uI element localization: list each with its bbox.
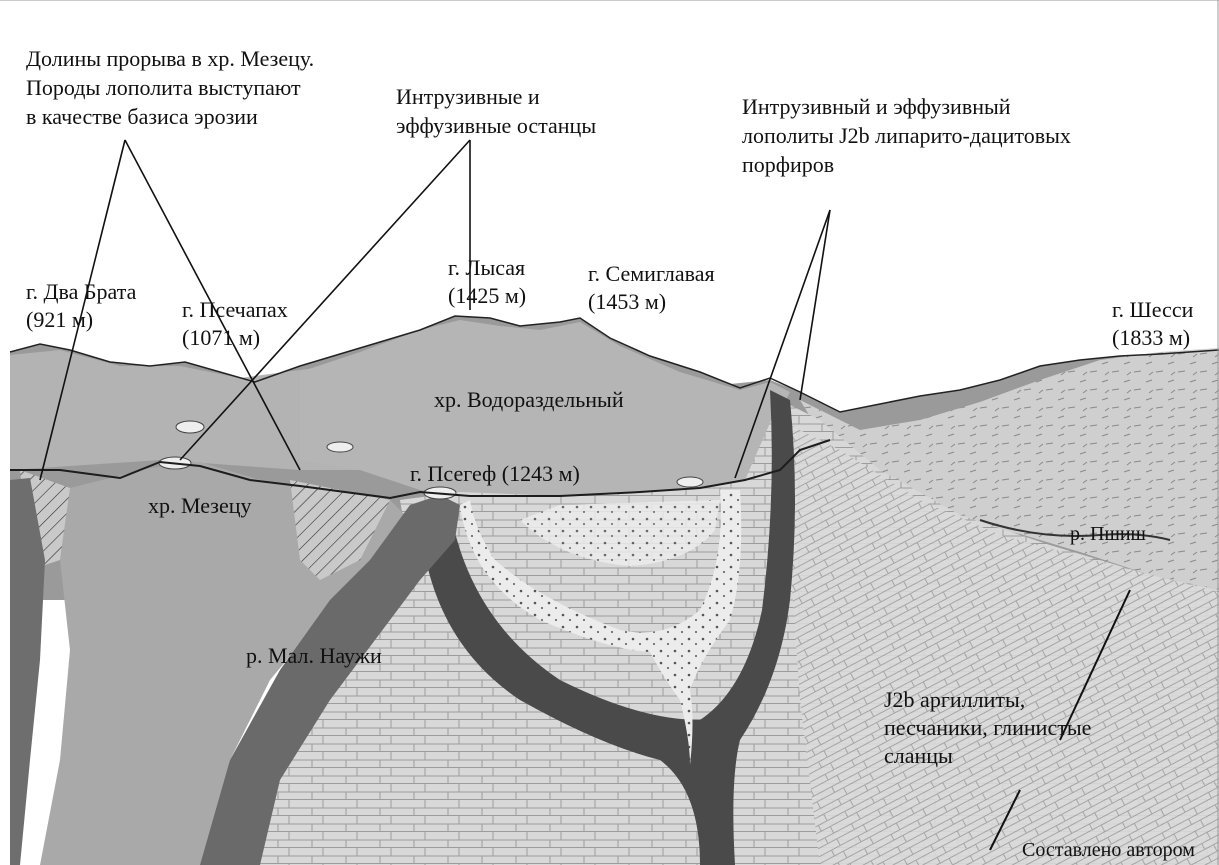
peak-label-shessi: г. Шесси (1833 м) [1112, 296, 1193, 352]
callout-remnants: Интрузивные и эффузивные останцы [396, 82, 596, 140]
peak-label-lysaya: г. Лысая (1425 м) [448, 254, 526, 310]
river-label-mal-nauzhi: р. Мал. Наужи [246, 642, 382, 670]
strata-label-line-2: песчаники, глинистые [884, 714, 1091, 742]
callout-valleys-line-3: в качестве базиса эрозии [26, 102, 314, 131]
callout-remnants-line-1: Интрузивные и [396, 82, 596, 111]
peak-shessi-name: г. Шесси [1112, 296, 1193, 324]
peak-lysaya-name: г. Лысая [448, 254, 526, 282]
peak-label-psegef: г. Псегеф (1243 м) [410, 460, 580, 488]
callout-lopoliths-line-2: лополиты J2b липарито-дацитовых [742, 121, 1071, 150]
author-credit: Составлено автором [1022, 836, 1195, 864]
ridge-label-vodorazdelny: хр. Водораздельный [434, 386, 624, 414]
strata-label-line-1: J2b аргиллиты, [884, 686, 1091, 714]
callout-lopoliths-line-1: Интрузивный и эффузивный [742, 92, 1071, 121]
peak-psechapakh-height: (1071 м) [182, 324, 288, 352]
strata-label: J2b аргиллиты, песчаники, глинистые слан… [884, 686, 1091, 770]
peak-shessi-height: (1833 м) [1112, 324, 1193, 352]
callout-lopoliths: Интрузивный и эффузивный лополиты J2b ли… [742, 92, 1071, 179]
peak-dva-brata-height: (921 м) [26, 306, 136, 334]
peak-label-dva-brata: г. Два Брата (921 м) [26, 278, 136, 334]
remnant-1 [176, 421, 204, 433]
ridge-label-mezetsu: хр. Мезецу [148, 492, 252, 520]
peak-psechapakh-name: г. Псечапах [182, 296, 288, 324]
callout-valleys-line-1: Долины прорыва в хр. Мезецу. [26, 44, 314, 73]
peak-label-semiglavaya: г. Семиглавая (1453 м) [588, 260, 715, 316]
callout-valleys-line-2: Породы лополита выступают [26, 73, 314, 102]
river-label-pshish: р. Пшиш [1070, 520, 1146, 548]
callout-breakthrough-valleys: Долины прорыва в хр. Мезецу. Породы лопо… [26, 44, 314, 131]
peak-lysaya-height: (1425 м) [448, 282, 526, 310]
peak-label-psechapakh: г. Псечапах (1071 м) [182, 296, 288, 352]
callout-remnants-line-2: эффузивные останцы [396, 111, 596, 140]
strata-label-line-3: сланцы [884, 742, 1091, 770]
remnant-2 [327, 442, 353, 452]
peak-semiglavaya-height: (1453 м) [588, 288, 715, 316]
callout-lopoliths-line-3: порфиров [742, 150, 1071, 179]
remnant-4 [677, 477, 703, 487]
peak-dva-brata-name: г. Два Брата [26, 278, 136, 306]
peak-semiglavaya-name: г. Семиглавая [588, 260, 715, 288]
